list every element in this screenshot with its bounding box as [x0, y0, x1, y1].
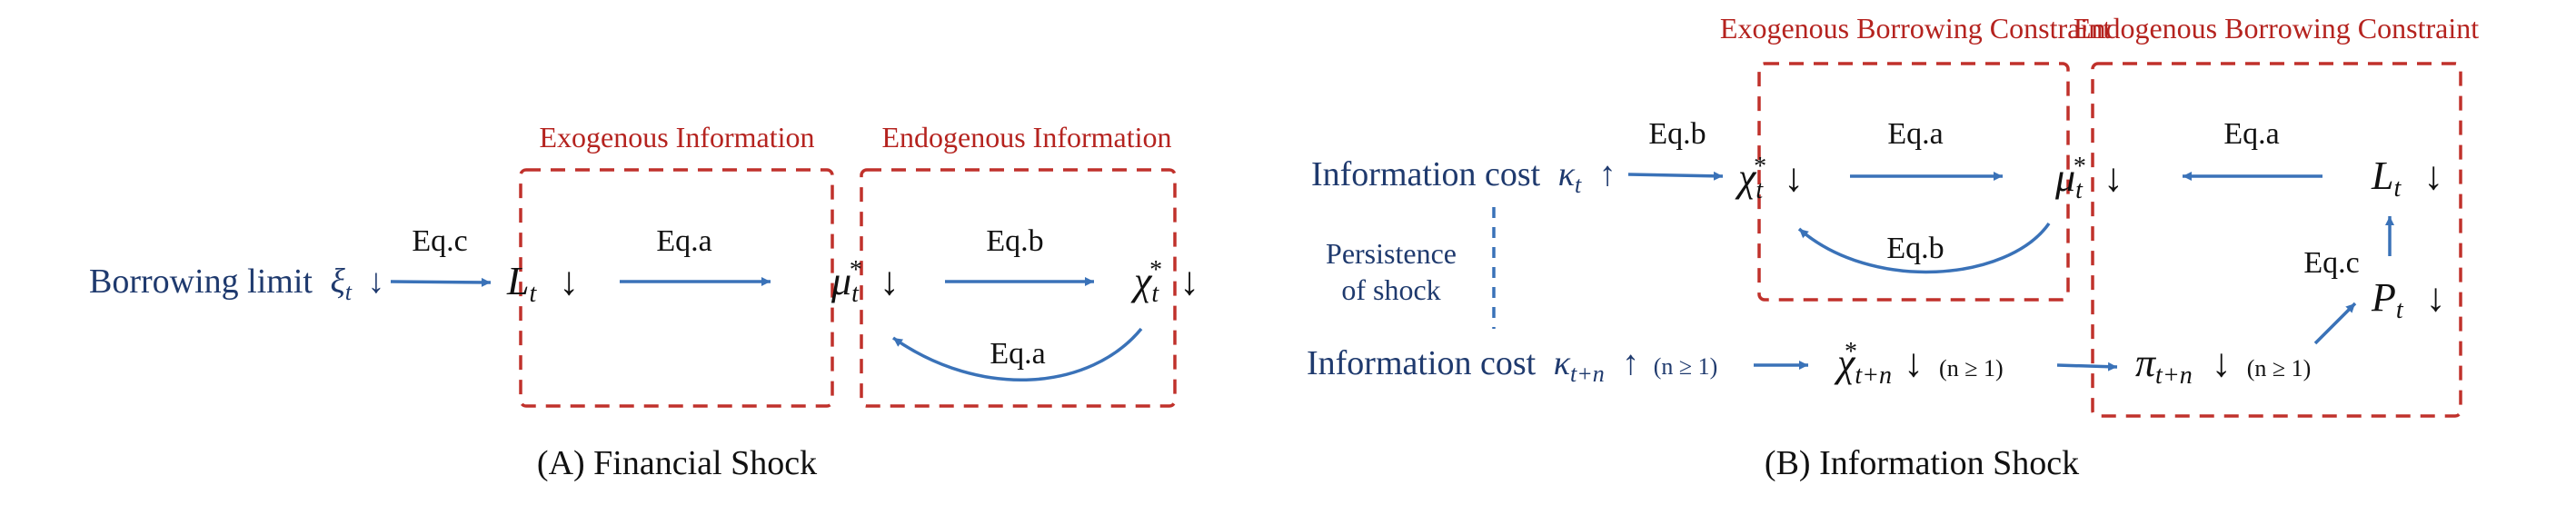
mu-symbol: μ	[2054, 155, 2075, 200]
arrow-pi-to-P	[2313, 302, 2357, 345]
chi-subscript: t	[1755, 176, 1764, 204]
P-subscript: t	[2396, 296, 2404, 324]
down-arrow-icon: ↓	[2423, 154, 2443, 198]
n-condition: (n ≥ 1)	[2247, 355, 2312, 381]
up-arrow-icon: ↑	[1622, 344, 1639, 382]
down-arrow-icon: ↓	[559, 259, 579, 303]
down-arrow-icon: ↓	[367, 262, 384, 301]
down-arrow-icon: ↓	[1179, 259, 1199, 303]
L-symbol: L	[2371, 154, 2393, 198]
eq-c-label: Eq.c	[412, 224, 467, 258]
chi-subscript: t	[1151, 280, 1159, 308]
xi-subscript: t	[345, 279, 353, 305]
endogenous-information-label: Endogenous Information	[881, 121, 1171, 154]
kappa-subscript: t	[1575, 172, 1582, 198]
pi-symbol: π	[2135, 341, 2157, 385]
eq-a-back-label: Eq.a	[990, 337, 1045, 371]
panel-a: Exogenous Information Endogenous Informa…	[89, 121, 1199, 482]
info-cost-t-node: Information cost κt ↑	[1311, 155, 1616, 201]
eq-c-label: Eq.c	[2303, 246, 2359, 280]
down-arrow-icon: ↓	[2104, 155, 2123, 200]
kappa-symbol: κ	[1558, 155, 1576, 193]
P-t-node: Pt ↓	[2371, 275, 2446, 327]
arrow-chi-tn-to-pi	[2056, 361, 2118, 371]
mu-subscript: t	[2075, 176, 2084, 204]
xi-symbol: ξ	[330, 262, 345, 301]
chi-symbol: χ	[1130, 259, 1153, 303]
info-cost-tn-node: Information cost κt+n ↑ (n ≥ 1)	[1307, 344, 1717, 390]
L-symbol: L	[506, 259, 529, 303]
n-condition: (n ≥ 1)	[1939, 355, 2004, 381]
panel-b: Exogenous Borrowing Constraint Endogenou…	[1307, 12, 2479, 482]
mu-symbol: μ	[830, 259, 851, 303]
exogenous-information-box	[519, 168, 834, 408]
pi-subscript: t+n	[2155, 361, 2193, 390]
arrow-chi-to-mu-curve	[891, 327, 1143, 382]
eq-b-top-label: Eq.b	[1648, 117, 1706, 151]
down-arrow-icon: ↓	[2212, 341, 2232, 385]
n-condition: (n ≥ 1)	[1654, 353, 1718, 380]
L-subscript: t	[529, 280, 537, 308]
L-node: Lt ↓	[506, 259, 579, 311]
down-arrow-icon: ↓	[1784, 155, 1804, 200]
up-arrow-icon: ↑	[1599, 155, 1616, 193]
chi-subscript: t+n	[1855, 361, 1892, 390]
P-symbol: P	[2371, 275, 2396, 320]
mu-t-node: μt* ↓	[2054, 139, 2123, 204]
down-arrow-icon: ↓	[2426, 275, 2446, 320]
chi-t-node: χt* ↓	[1735, 139, 1804, 204]
persistence-label-line2: of shock	[1341, 273, 1440, 306]
panel-a-caption: (A) Financial Shock	[537, 444, 817, 482]
borrowing-limit-text: Borrowing limit	[89, 262, 313, 301]
chi-symbol: χ	[1735, 155, 1757, 200]
arrow-mu-to-chi-curve	[1797, 222, 2051, 274]
endogenous-information-box	[860, 168, 1177, 408]
info-cost-text: Information cost	[1307, 344, 1537, 382]
mu-superscript: *	[2074, 153, 2086, 181]
exogenous-borrowing-box	[1757, 62, 2070, 302]
down-arrow-icon: ↓	[880, 259, 900, 303]
eq-a-label: Eq.a	[656, 224, 711, 258]
info-cost-text: Information cost	[1311, 155, 1541, 193]
eq-a-mid-label: Eq.a	[1887, 117, 1943, 151]
exogenous-borrowing-label: Exogenous Borrowing Constraint	[1720, 12, 2111, 45]
down-arrow-icon: ↓	[1904, 341, 1924, 385]
kappa-symbol: κ	[1554, 344, 1571, 382]
arrow-info-to-chi	[1627, 171, 1724, 181]
persistence-label-line1: Persistence	[1326, 237, 1457, 270]
eq-b-back-label: Eq.b	[1886, 232, 1944, 265]
chi-superscript: *	[1754, 153, 1766, 181]
chi-symbol: χ	[1834, 341, 1856, 385]
chi-superscript: *	[1149, 256, 1162, 284]
borrowing-limit-node: Borrowing limit ξt ↓	[89, 262, 384, 308]
mu-node: μt* ↓	[830, 243, 900, 308]
exogenous-information-label: Exogenous Information	[539, 121, 814, 154]
eq-b-label: Eq.b	[986, 224, 1043, 258]
mu-superscript: *	[850, 256, 862, 284]
L-t-node: Lt ↓	[2371, 154, 2443, 205]
kappa-subscript: t+n	[1570, 361, 1605, 387]
pi-tn-node: πt+n ↓ (n ≥ 1)	[2135, 341, 2311, 392]
L-subscript: t	[2393, 174, 2402, 203]
endogenous-borrowing-label: Endogenous Borrowing Constraint	[2074, 12, 2479, 45]
chi-tn-node: χt+n* ↓ (n ≥ 1)	[1834, 324, 2004, 390]
chi-node: χt* ↓	[1130, 243, 1199, 308]
chi-superscript: *	[1845, 338, 1857, 366]
eq-a-right-label: Eq.a	[2223, 117, 2279, 151]
panel-b-caption: (B) Information Shock	[1765, 444, 2079, 482]
mu-subscript: t	[851, 280, 860, 308]
endogenous-borrowing-box	[2091, 62, 2462, 418]
